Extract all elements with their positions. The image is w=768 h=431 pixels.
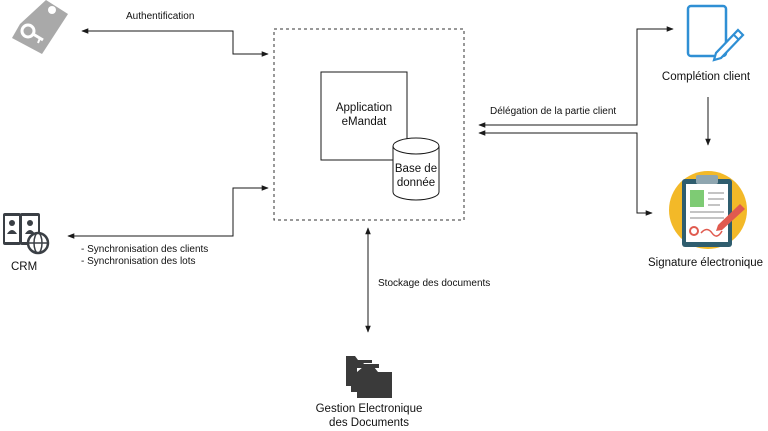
crm-label: CRM [11,261,38,273]
ged-label-line2: des Documents [329,416,409,429]
completion-label: Complétion client [661,71,751,83]
ged-label: Gestion Electronique des Documents [298,403,440,431]
application-label-line1: Application [335,102,393,114]
crm-connector [67,185,269,239]
application-label-line2: eMandat [341,115,387,128]
contacts-globe-icon [3,213,50,255]
application-label: Application eMandat [323,102,405,130]
folders-icon [346,356,392,398]
signature-label: Signature électronique [648,257,764,269]
key-tag-icon [12,0,68,54]
signature-connector [478,130,653,216]
database-label: Base de donnée [392,163,440,191]
sync-clients-label: - Synchronisation des clients [81,244,209,255]
auth-connector [81,28,269,57]
completion-connector [478,26,674,128]
clipboard-signature-icon [669,171,747,249]
database-label-line1: Base de [394,163,438,175]
ged-label-line1: Gestion Electronique [315,403,423,415]
emandat-container [273,28,465,221]
database-label-line2: donnée [396,176,436,189]
delegation-label: Délégation de la partie client [490,106,617,117]
document-pen-icon [686,4,745,62]
storage-label: Stockage des documents [378,278,491,289]
database-cylinder [392,137,440,201]
sync-lots-label: - Synchronisation des lots [81,256,196,267]
authentification-label: Authentification [126,11,195,22]
